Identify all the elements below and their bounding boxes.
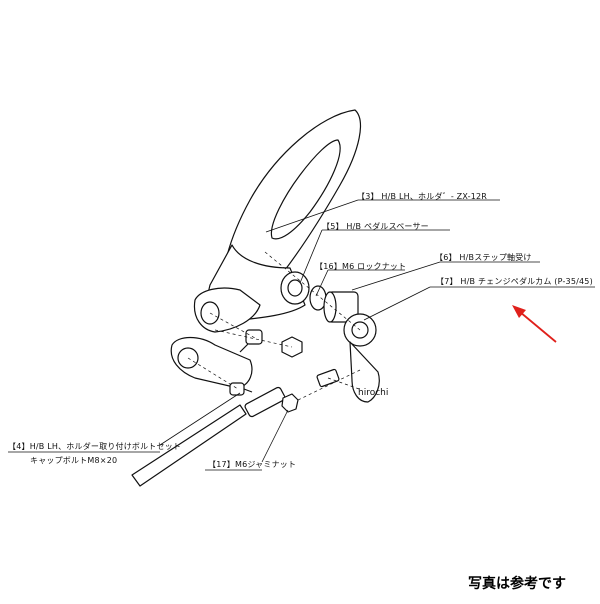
- indicator-arrow: [512, 305, 557, 343]
- shift-rod: [131, 404, 247, 487]
- rod-end: [244, 386, 286, 418]
- footer-note: 写真は参考です: [468, 576, 566, 592]
- part-label-6: 【6】 H/Bステップ軸受け: [435, 253, 532, 262]
- step-bearing-end: [323, 291, 337, 323]
- part-label-5: 【5】 H/B ペダルスペーサー: [322, 222, 429, 231]
- part-label-4-sub: キャップボルトM8×20: [30, 456, 118, 465]
- m6-jam-nut: [281, 393, 299, 413]
- watermark: hirochi: [358, 388, 389, 398]
- part-label-4: 【4】H/B LH、ホルダー取り付けボルトセット: [8, 442, 182, 451]
- part-label-16: 【16】M6 ロックナット: [315, 262, 407, 271]
- assembly-lines: [187, 251, 363, 401]
- part-label-3: 【3】 H/B LH、ホルダ゛- ZX-12R: [357, 192, 488, 201]
- cap-bolts: [229, 329, 263, 396]
- leader-lines: [8, 199, 595, 471]
- part-label-7: 【7】 H/B チェンジペダルカム (P-35/45): [436, 277, 593, 286]
- pivot-hole: [287, 279, 303, 297]
- holder-blade-cutout: [270, 139, 341, 240]
- part-label-17: 【17】M6ジャミナット: [208, 460, 297, 469]
